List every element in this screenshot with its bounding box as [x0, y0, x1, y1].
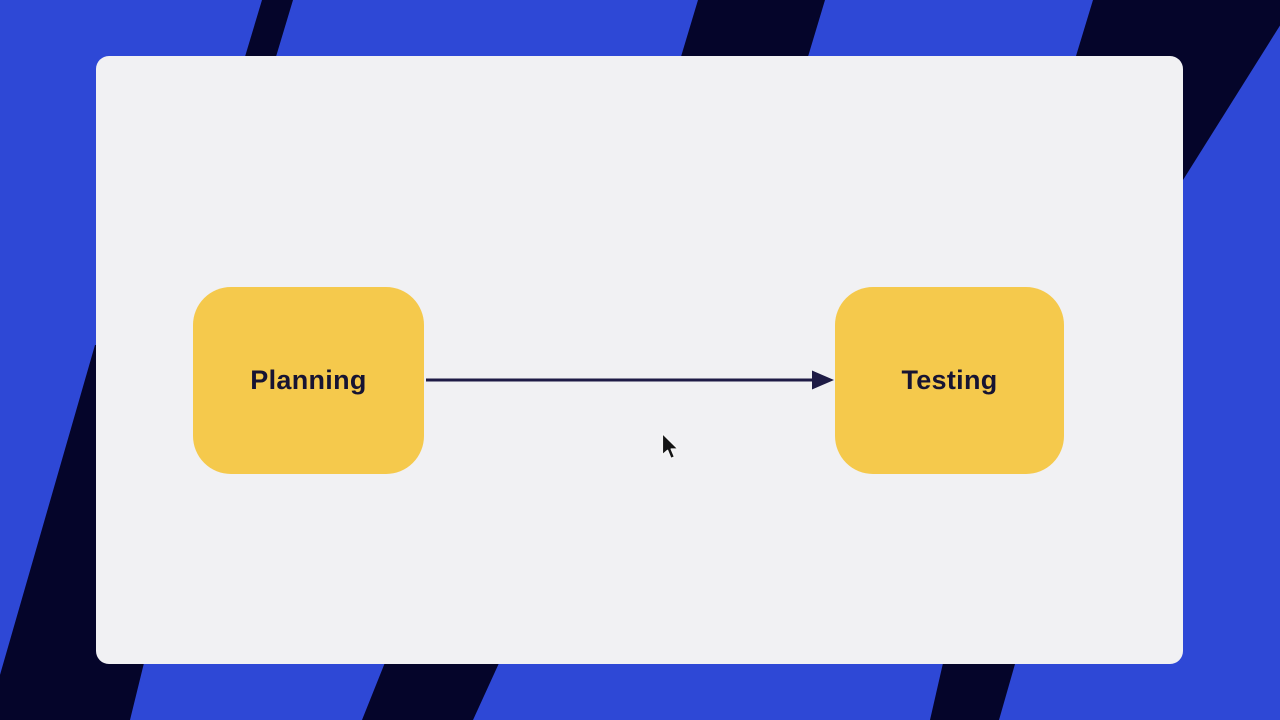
stripe-bottom-middle — [362, 650, 505, 720]
node-testing[interactable]: Testing — [835, 287, 1064, 474]
connector-arrowhead-icon — [812, 370, 834, 390]
node-planning[interactable]: Planning — [193, 287, 424, 474]
whiteboard-canvas[interactable]: Planning Testing — [96, 56, 1183, 664]
mouse-cursor-icon — [661, 432, 679, 460]
node-planning-label: Planning — [250, 365, 367, 395]
node-testing-label: Testing — [901, 365, 998, 395]
stripe-bottom-center-right — [930, 650, 1019, 720]
